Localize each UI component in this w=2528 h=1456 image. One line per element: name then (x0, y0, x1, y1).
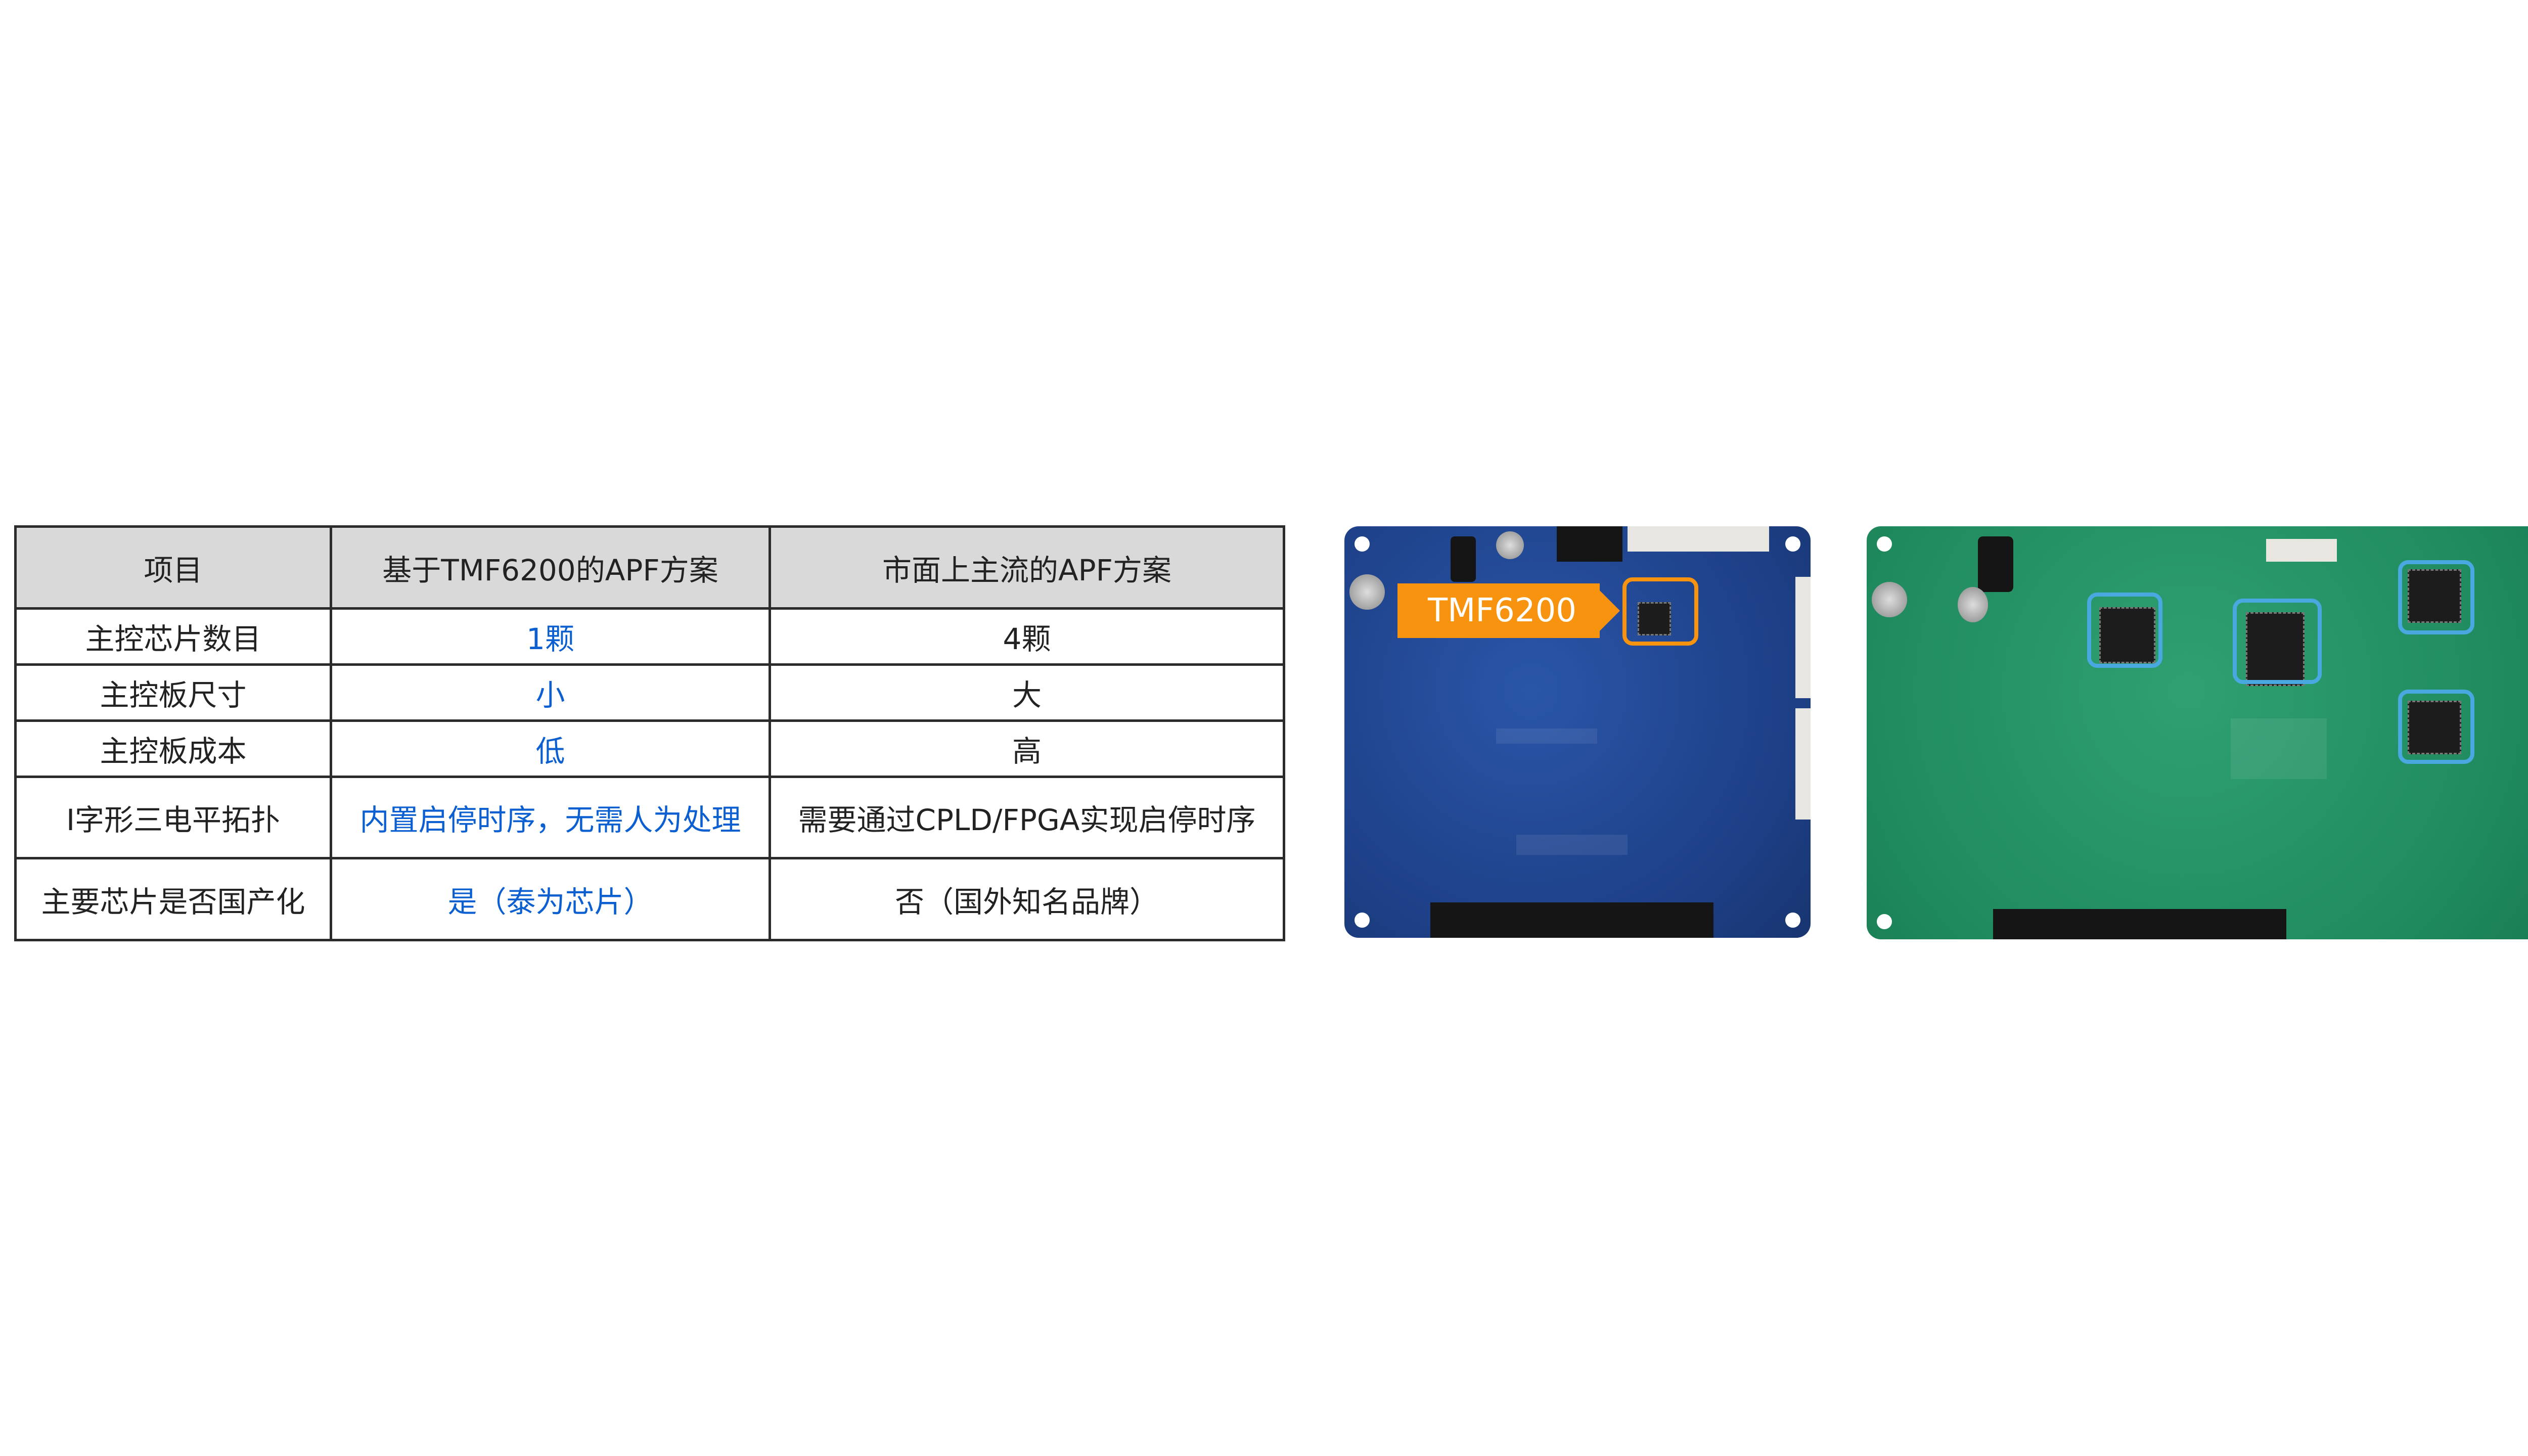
edge-connector (1993, 909, 2286, 939)
tmf-value: 小 (330, 663, 771, 722)
tmf6200-callout-label: TMF6200 (1397, 583, 1620, 638)
mount-hole (1877, 536, 1892, 552)
component-strip (2231, 718, 2327, 779)
component-strip (1496, 729, 1597, 744)
mount-hole (1785, 913, 1800, 928)
header-item: 项目 (14, 525, 332, 610)
tmf-value: 是（泰为芯片） (330, 857, 771, 941)
connector (1795, 708, 1811, 820)
tmf-value: 1颗 (330, 607, 771, 666)
tmf6200-chip (1638, 602, 1671, 635)
chip (2408, 701, 2461, 754)
capacitor (1496, 531, 1524, 559)
mount-hole (1785, 536, 1800, 552)
capacitor (1958, 587, 1988, 622)
inductor (1978, 536, 2013, 592)
row-label: 主控板成本 (14, 719, 332, 778)
mainstream-value: 4颗 (769, 607, 1285, 666)
tmf-value: 内置启停时序，无需人为处理 (330, 776, 771, 859)
connector (1628, 526, 1769, 552)
mount-hole (1355, 913, 1370, 928)
capacitor (1349, 574, 1385, 610)
mainstream-value: 高 (769, 719, 1285, 778)
row-label: 主控芯片数目 (14, 607, 332, 666)
table-row: 主要芯片是否国产化 是（泰为芯片） 否（国外知名品牌） (14, 857, 1285, 941)
header-mainstream-solution: 市面上主流的APF方案 (769, 525, 1285, 610)
row-label: 主要芯片是否国产化 (14, 857, 332, 941)
capacitor (1872, 582, 1907, 617)
header-tmf6200-solution: 基于TMF6200的APF方案 (330, 525, 771, 610)
mainstream-value: 大 (769, 663, 1285, 722)
connector (1795, 577, 1811, 698)
chip-highlight-box (2398, 560, 2474, 634)
mount-hole (1877, 914, 1892, 929)
table-header-row: 项目 基于TMF6200的APF方案 市面上主流的APF方案 (14, 525, 1285, 610)
inductor (1451, 536, 1476, 582)
chip (2408, 569, 2461, 623)
mainstream-value: 需要通过CPLD/FPGA实现启停时序 (769, 776, 1285, 859)
comparison-table: 项目 基于TMF6200的APF方案 市面上主流的APF方案 主控芯片数目 1颗… (14, 525, 1285, 941)
table-row: 主控板尺寸 小 大 (14, 663, 1285, 722)
chip (2246, 612, 2305, 686)
chip-highlight-box (2087, 593, 2162, 668)
mainstream-value: 否（国外知名品牌） (769, 857, 1285, 941)
mount-hole (1355, 536, 1370, 552)
component-strip (1516, 835, 1628, 855)
chip-highlight-box (2398, 690, 2474, 764)
table-row: I字形三电平拓扑 内置启停时序，无需人为处理 需要通过CPLD/FPGA实现启停… (14, 776, 1285, 859)
edge-connector (1430, 902, 1713, 938)
connector (2266, 539, 2337, 562)
tmf6200-highlight-box (1622, 577, 1698, 646)
chip-highlight-box (2233, 599, 2322, 684)
tmf-value: 低 (330, 719, 771, 778)
chip (2099, 607, 2155, 663)
mainstream-board-image (1867, 526, 2528, 939)
table-row: 主控芯片数目 1颗 4颗 (14, 607, 1285, 666)
pin-header (1557, 526, 1622, 562)
table-row: 主控板成本 低 高 (14, 719, 1285, 778)
row-label: 主控板尺寸 (14, 663, 332, 722)
row-label: I字形三电平拓扑 (14, 776, 332, 859)
